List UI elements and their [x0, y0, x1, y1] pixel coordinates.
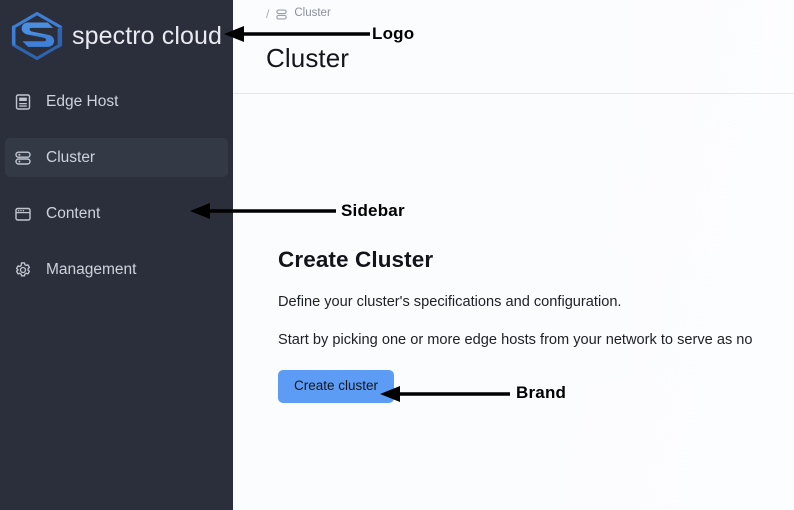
create-cluster-button[interactable]: Create cluster — [278, 370, 395, 403]
create-cluster-description-2: Start by picking one or more edge hosts … — [278, 331, 753, 348]
sidebar-nav: Edge Host Cluster — [0, 72, 233, 306]
create-cluster-description-1: Define your cluster's specifications and… — [278, 294, 622, 310]
content-panel: Create Cluster Define your cluster's spe… — [233, 94, 794, 510]
annotation-label-sidebar: Sidebar — [341, 201, 405, 220]
sidebar-item-edge-host[interactable]: Edge Host — [5, 82, 228, 121]
annotation-label-logo: Logo — [372, 24, 415, 43]
sidebar-item-label: Content — [46, 204, 101, 222]
breadcrumb: / Cluster — [266, 6, 794, 22]
page-header: / Cluster Cluster — [233, 0, 794, 94]
breadcrumb-separator: / — [266, 7, 270, 21]
annotation-arrow-sidebar — [190, 203, 336, 219]
main-area: / Cluster Cluster Create Cluster Define … — [233, 0, 794, 510]
breadcrumb-item-cluster[interactable]: Cluster — [294, 7, 331, 20]
annotation-label-brand: Brand — [516, 383, 567, 402]
sidebar-item-cluster[interactable]: Cluster — [5, 138, 228, 177]
sidebar-item-label: Edge Host — [46, 92, 119, 110]
cluster-stack-icon — [275, 8, 288, 21]
create-cluster-heading: Create Cluster — [278, 247, 434, 272]
sidebar-item-label: Cluster — [46, 148, 96, 166]
spectro-cloud-hex-s-logo-icon — [8, 10, 66, 62]
cluster-stack-icon — [14, 149, 32, 167]
annotation-arrow-brand — [380, 386, 510, 402]
sidebar-item-label: Management — [46, 260, 137, 278]
annotation-arrow-logo — [224, 26, 370, 42]
sidebar: spectro cloud Edge Host — [0, 0, 233, 510]
sidebar-item-management[interactable]: Management — [5, 250, 228, 289]
gear-icon — [14, 261, 32, 279]
sidebar-item-content[interactable]: Content — [5, 194, 228, 233]
header-divider — [233, 93, 794, 94]
edge-host-icon — [14, 93, 32, 111]
page-title: Cluster — [266, 43, 350, 73]
content-window-icon — [14, 205, 32, 223]
sidebar-logo[interactable]: spectro cloud — [0, 0, 233, 72]
brand-name: spectro cloud — [72, 21, 222, 50]
